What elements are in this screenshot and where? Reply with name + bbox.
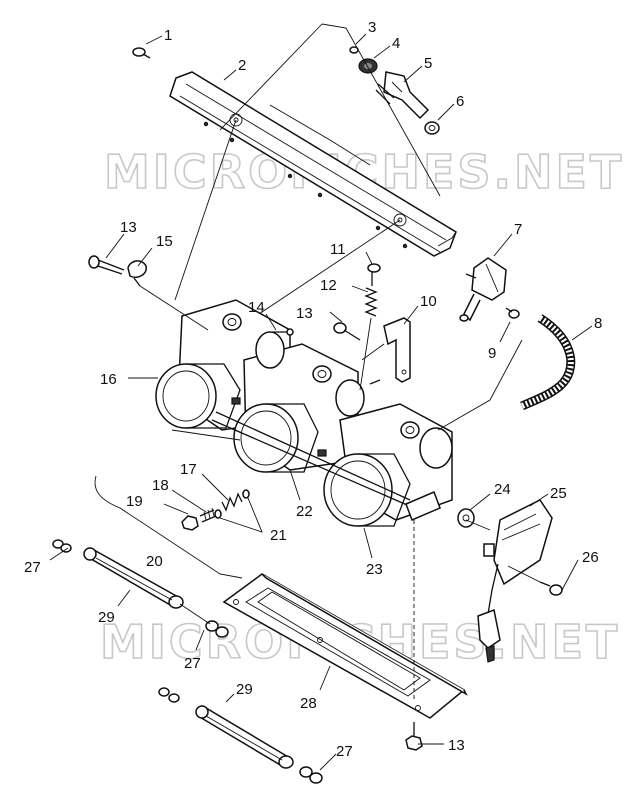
callout-2: 2 bbox=[238, 57, 246, 74]
fuel-rail-tube-29-upper bbox=[83, 547, 184, 609]
fuel-hose-8 bbox=[520, 314, 576, 411]
spring-17 bbox=[221, 492, 243, 512]
clamp-15 bbox=[127, 260, 147, 287]
callout-21: 21 bbox=[270, 527, 287, 544]
callout-23: 23 bbox=[366, 561, 383, 578]
throttle-bore-3 bbox=[323, 453, 393, 527]
callout-3: 3 bbox=[368, 19, 376, 36]
o-ring-21 bbox=[214, 489, 250, 519]
throttle-bore-2 bbox=[233, 403, 299, 473]
callout-6: 6 bbox=[456, 93, 464, 110]
callout-11: 11 bbox=[330, 241, 346, 258]
spring-12 bbox=[364, 287, 378, 317]
seal-6 bbox=[424, 121, 440, 135]
pin-14 bbox=[272, 328, 294, 336]
grommet-4 bbox=[358, 58, 378, 74]
callout-24: 24 bbox=[494, 481, 511, 498]
callout-29-upper: 29 bbox=[98, 609, 115, 626]
callout-26: 26 bbox=[582, 549, 599, 566]
callout-28: 28 bbox=[300, 695, 317, 712]
callout-13-bottom: 13 bbox=[448, 737, 465, 754]
mounting-plate-28 bbox=[222, 573, 468, 719]
callout-27-top-left: 27 bbox=[24, 559, 41, 576]
screw-13-middle bbox=[333, 322, 361, 341]
callout-13-top-left: 13 bbox=[120, 219, 137, 236]
callout-10: 10 bbox=[420, 293, 437, 310]
throttle-position-sensor-25 bbox=[477, 499, 553, 663]
callout-1: 1 bbox=[164, 27, 172, 44]
callout-18: 18 bbox=[152, 477, 169, 494]
screw-13-left bbox=[88, 255, 125, 275]
screw-18 bbox=[199, 507, 217, 523]
callout-20: 20 bbox=[146, 553, 163, 570]
callout-27-bottom: 27 bbox=[336, 743, 353, 760]
callout-7: 7 bbox=[514, 221, 522, 238]
callout-8: 8 bbox=[594, 315, 602, 332]
callout-15: 15 bbox=[156, 233, 173, 250]
clip-27-lower-left bbox=[158, 687, 180, 703]
screw-13-bottom bbox=[405, 722, 423, 751]
throttle-body-assembly bbox=[155, 299, 453, 527]
callout-16: 16 bbox=[100, 371, 117, 388]
clip-27-upper-left bbox=[52, 539, 72, 553]
callout-19: 19 bbox=[126, 493, 143, 510]
fuel-injector-5 bbox=[375, 71, 430, 120]
spacer-24 bbox=[457, 508, 475, 528]
callout-4: 4 bbox=[392, 35, 400, 52]
callout-22: 22 bbox=[296, 503, 313, 520]
fuel-rail bbox=[169, 71, 457, 257]
screw-1 bbox=[132, 47, 151, 59]
bolt-9 bbox=[505, 307, 520, 319]
callout-13-middle: 13 bbox=[296, 305, 313, 322]
clip-27-middle bbox=[205, 620, 229, 638]
callout-14: 14 bbox=[248, 299, 265, 316]
clip-27-lower-right bbox=[299, 766, 323, 784]
callout-27-middle: 27 bbox=[184, 655, 201, 672]
callout-17: 17 bbox=[180, 461, 197, 478]
pressure-regulator-7 bbox=[459, 257, 507, 322]
screw-11 bbox=[367, 263, 381, 286]
callout-25: 25 bbox=[550, 485, 567, 502]
throttle-bore-1 bbox=[155, 363, 217, 429]
callout-29-lower: 29 bbox=[236, 681, 253, 698]
callout-5: 5 bbox=[424, 55, 432, 72]
callout-9: 9 bbox=[488, 345, 496, 362]
callout-12: 12 bbox=[320, 277, 337, 294]
screw-26 bbox=[539, 581, 563, 596]
fuel-rail-tube-29-lower bbox=[195, 705, 294, 769]
bracket-10 bbox=[383, 317, 411, 383]
screw-19 bbox=[181, 515, 199, 531]
